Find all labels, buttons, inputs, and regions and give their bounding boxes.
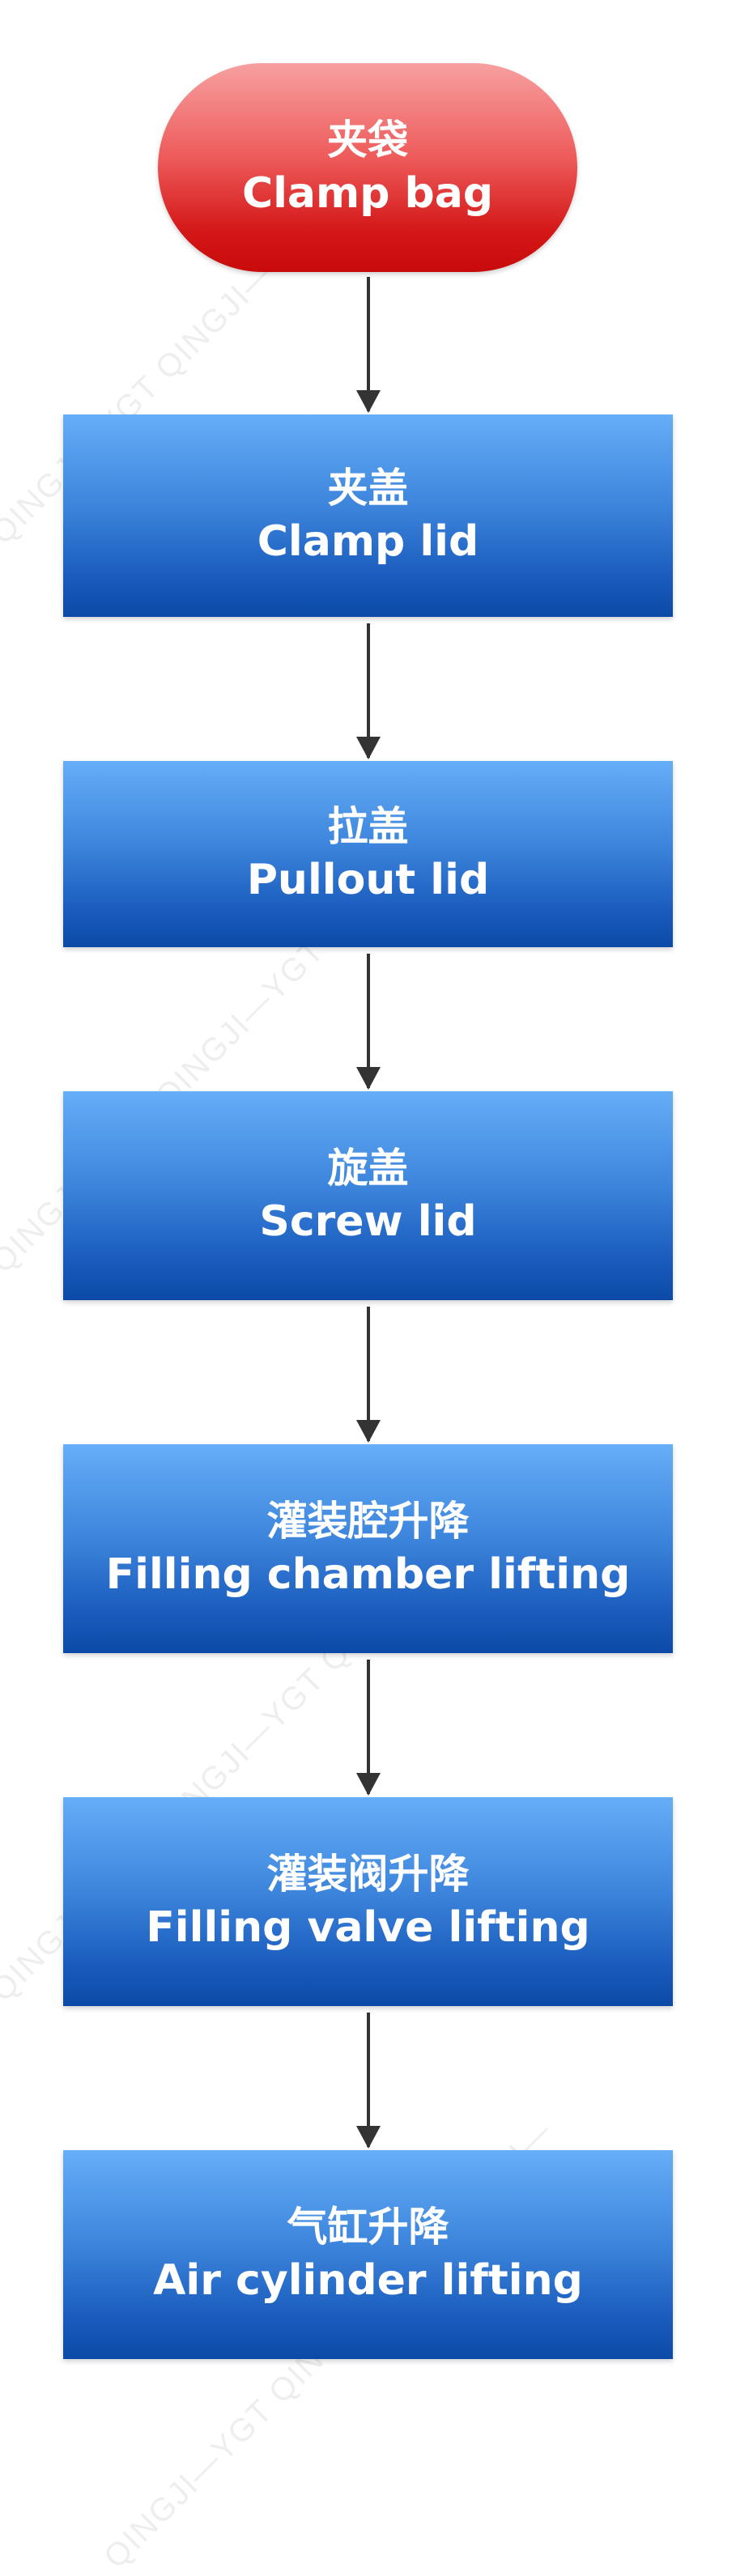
- node-label-en: Air cylinder lifting: [153, 2255, 583, 2305]
- node-label-zh: 旋盖: [327, 1144, 409, 1192]
- node-label-zh: 灌装阀升降: [266, 1850, 470, 1898]
- node-label-en: Screw lid: [259, 1197, 477, 1246]
- node-label-zh: 拉盖: [327, 802, 409, 850]
- node-label-en: Filling chamber lifting: [105, 1549, 631, 1599]
- step-node-clamp-lid: 夹盖 Clamp lid: [63, 414, 673, 617]
- step-node-air-cylinder-lifting: 气缸升降 Air cylinder lifting: [63, 2150, 673, 2359]
- node-label-en: Clamp bag: [241, 168, 494, 218]
- step-node-filling-valve-lifting: 灌装阀升降 Filling valve lifting: [63, 1797, 673, 2006]
- node-label-zh: 夹盖: [327, 464, 409, 512]
- flow-arrow: [356, 954, 381, 1090]
- node-label-zh: 夹袋: [327, 116, 408, 164]
- flow-arrow: [356, 2013, 381, 2149]
- node-label-en: Pullout lid: [246, 855, 490, 904]
- node-label-zh: 气缸升降: [287, 2203, 449, 2251]
- node-label-zh: 灌装腔升降: [266, 1497, 470, 1545]
- step-node-pullout-lid: 拉盖 Pullout lid: [63, 761, 673, 947]
- flow-arrow: [356, 277, 381, 413]
- node-label-en: Clamp lid: [257, 516, 479, 566]
- node-label-en: Filling valve lifting: [146, 1902, 590, 1952]
- step-node-screw-lid: 旋盖 Screw lid: [63, 1091, 673, 1300]
- step-node-filling-chamber-lifting: 灌装腔升降 Filling chamber lifting: [63, 1444, 673, 1653]
- flow-arrow: [356, 623, 381, 759]
- flow-arrow: [356, 1307, 381, 1443]
- flow-arrow: [356, 1660, 381, 1796]
- start-node-clamp-bag: 夹袋 Clamp bag: [158, 63, 577, 272]
